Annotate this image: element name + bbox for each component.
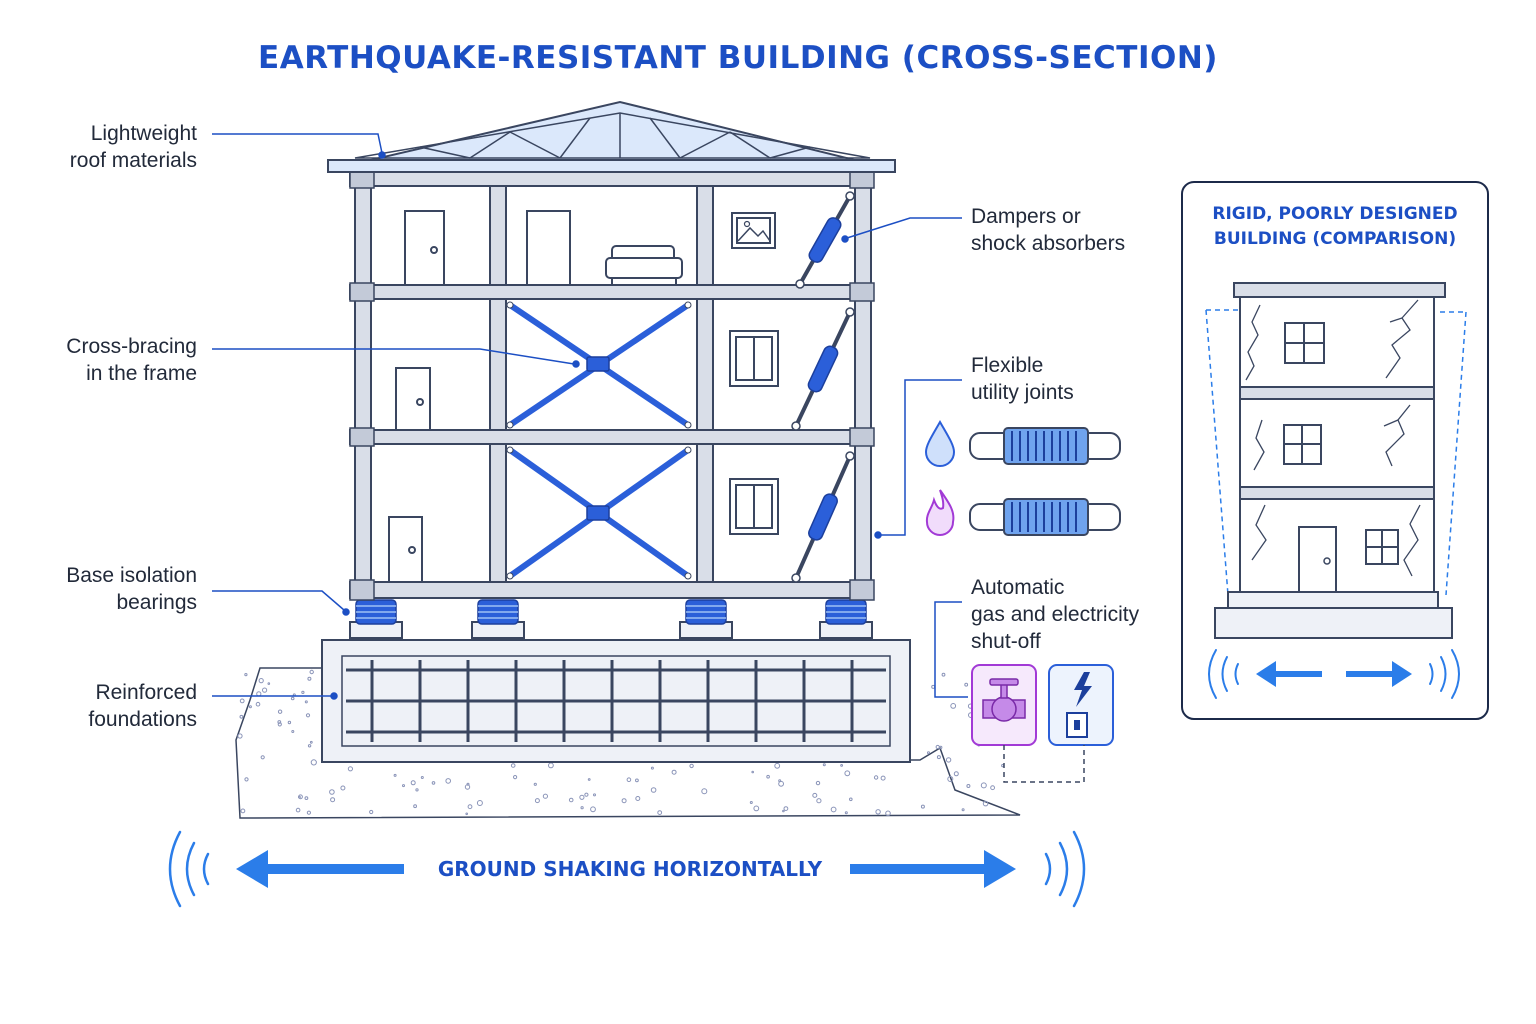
water-utility-joint	[924, 419, 1121, 467]
comparison-title-line1: RIGID, POORLY DESIGNED	[1212, 204, 1458, 224]
door-icon	[404, 210, 445, 286]
flame-icon	[925, 489, 955, 536]
label-roof-line1: Lightweight	[90, 122, 197, 145]
dampers	[791, 191, 855, 583]
comparison-title-line2: BUILDING (COMPARISON)	[1213, 229, 1457, 249]
gas-valve-shutoff	[971, 664, 1037, 746]
door-icon	[526, 210, 571, 286]
interior-details	[388, 210, 779, 583]
leader-lines	[212, 133, 968, 700]
label-dampers-line1: Dampers or	[971, 205, 1081, 228]
label-utility-line1: Flexible	[971, 354, 1044, 377]
label-shutoff: Automatic gas and electricity shut-off	[971, 574, 1161, 655]
water-drop-icon	[924, 419, 956, 467]
label-foundations-line1: Reinforced	[95, 681, 197, 704]
window-icon	[729, 478, 779, 535]
gas-utility-joint	[925, 489, 1121, 536]
ground-shaking-arrows	[168, 830, 1086, 908]
base-isolation-bearings	[349, 599, 873, 639]
label-isolation-line2: bearings	[116, 591, 197, 614]
label-foundations: Reinforced foundations	[40, 679, 197, 733]
electric-shutoff	[1048, 664, 1114, 746]
ground-shaking-label: GROUND SHAKING HORIZONTALLY	[437, 857, 823, 881]
lightweight-roof	[327, 100, 896, 173]
door-icon	[388, 516, 423, 583]
label-dampers: Dampers or shock absorbers	[971, 203, 1161, 257]
reinforced-foundation	[321, 639, 911, 763]
label-bracing: Cross-bracing in the frame	[40, 333, 197, 387]
label-bracing-line2: in the frame	[86, 362, 197, 385]
page-title: EARTHQUAKE-RESISTANT BUILDING (CROSS-SEC…	[258, 40, 1218, 76]
label-dampers-line2: shock absorbers	[971, 232, 1126, 255]
comparison-panel	[1181, 181, 1489, 720]
label-isolation: Base isolation bearings	[40, 562, 197, 616]
picture-icon	[731, 212, 776, 249]
comparison-title: RIGID, POORLY DESIGNED BUILDING (COMPARI…	[1182, 202, 1488, 252]
label-utility-line2: utility joints	[971, 381, 1074, 404]
label-roof: Lightweight roof materials	[40, 120, 197, 174]
window-icon	[729, 330, 779, 387]
sofa-icon	[605, 245, 683, 284]
label-foundations-line2: foundations	[88, 708, 197, 731]
door-icon	[395, 367, 431, 431]
electric-switch-icon	[1074, 672, 1092, 707]
label-roof-line2: roof materials	[69, 149, 197, 172]
gas-valve-icon	[982, 678, 1026, 722]
label-isolation-line1: Base isolation	[66, 564, 197, 587]
label-shutoff-line1: Automatic	[971, 576, 1065, 599]
label-shutoff-line2: gas and electricity	[971, 603, 1140, 626]
label-utility: Flexible utility joints	[971, 352, 1161, 406]
label-shutoff-line3: shut-off	[971, 630, 1041, 653]
label-bracing-line1: Cross-bracing	[66, 335, 197, 358]
